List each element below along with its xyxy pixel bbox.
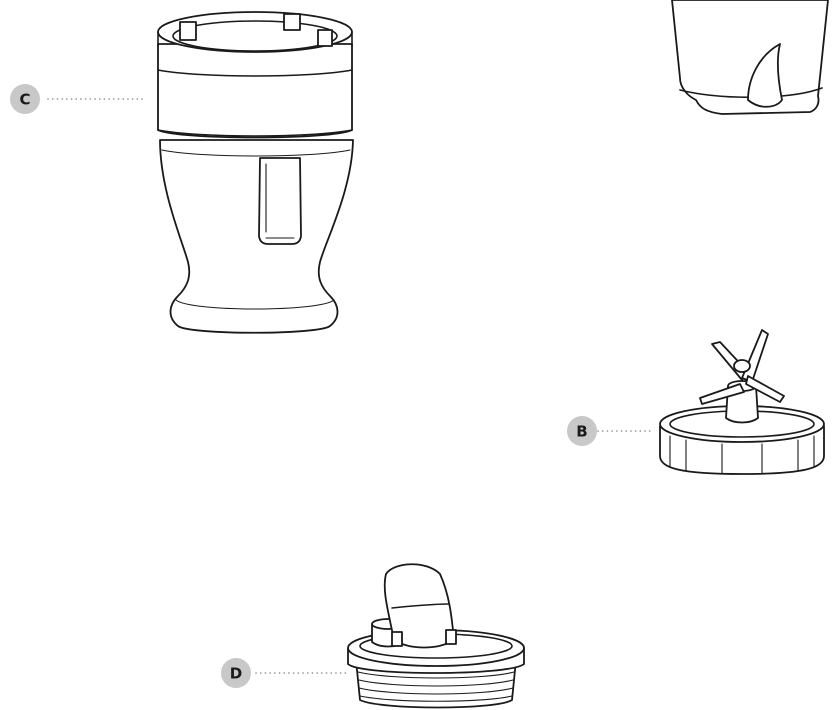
cup-c-rim-tab — [318, 30, 332, 46]
lid-d-hinge — [446, 630, 456, 644]
cup-c-rim-tab — [180, 22, 196, 40]
callout-b-label: B — [576, 423, 587, 441]
callout-b: B — [567, 416, 597, 446]
cup-c-rim-tab — [284, 14, 300, 30]
callout-c: C — [10, 84, 40, 114]
blade-assembly-b — [660, 330, 824, 474]
callout-c-label: C — [19, 91, 30, 109]
spout-lid-d — [348, 564, 524, 707]
blade-b-blade — [742, 330, 768, 382]
callout-d: D — [221, 658, 251, 688]
cup-c-band — [158, 44, 352, 138]
cup-partial — [672, 0, 828, 114]
cup-c-window — [259, 158, 301, 244]
lid-d-hinge — [392, 632, 402, 646]
cup-c — [158, 12, 353, 333]
callout-d-label: D — [230, 665, 242, 683]
